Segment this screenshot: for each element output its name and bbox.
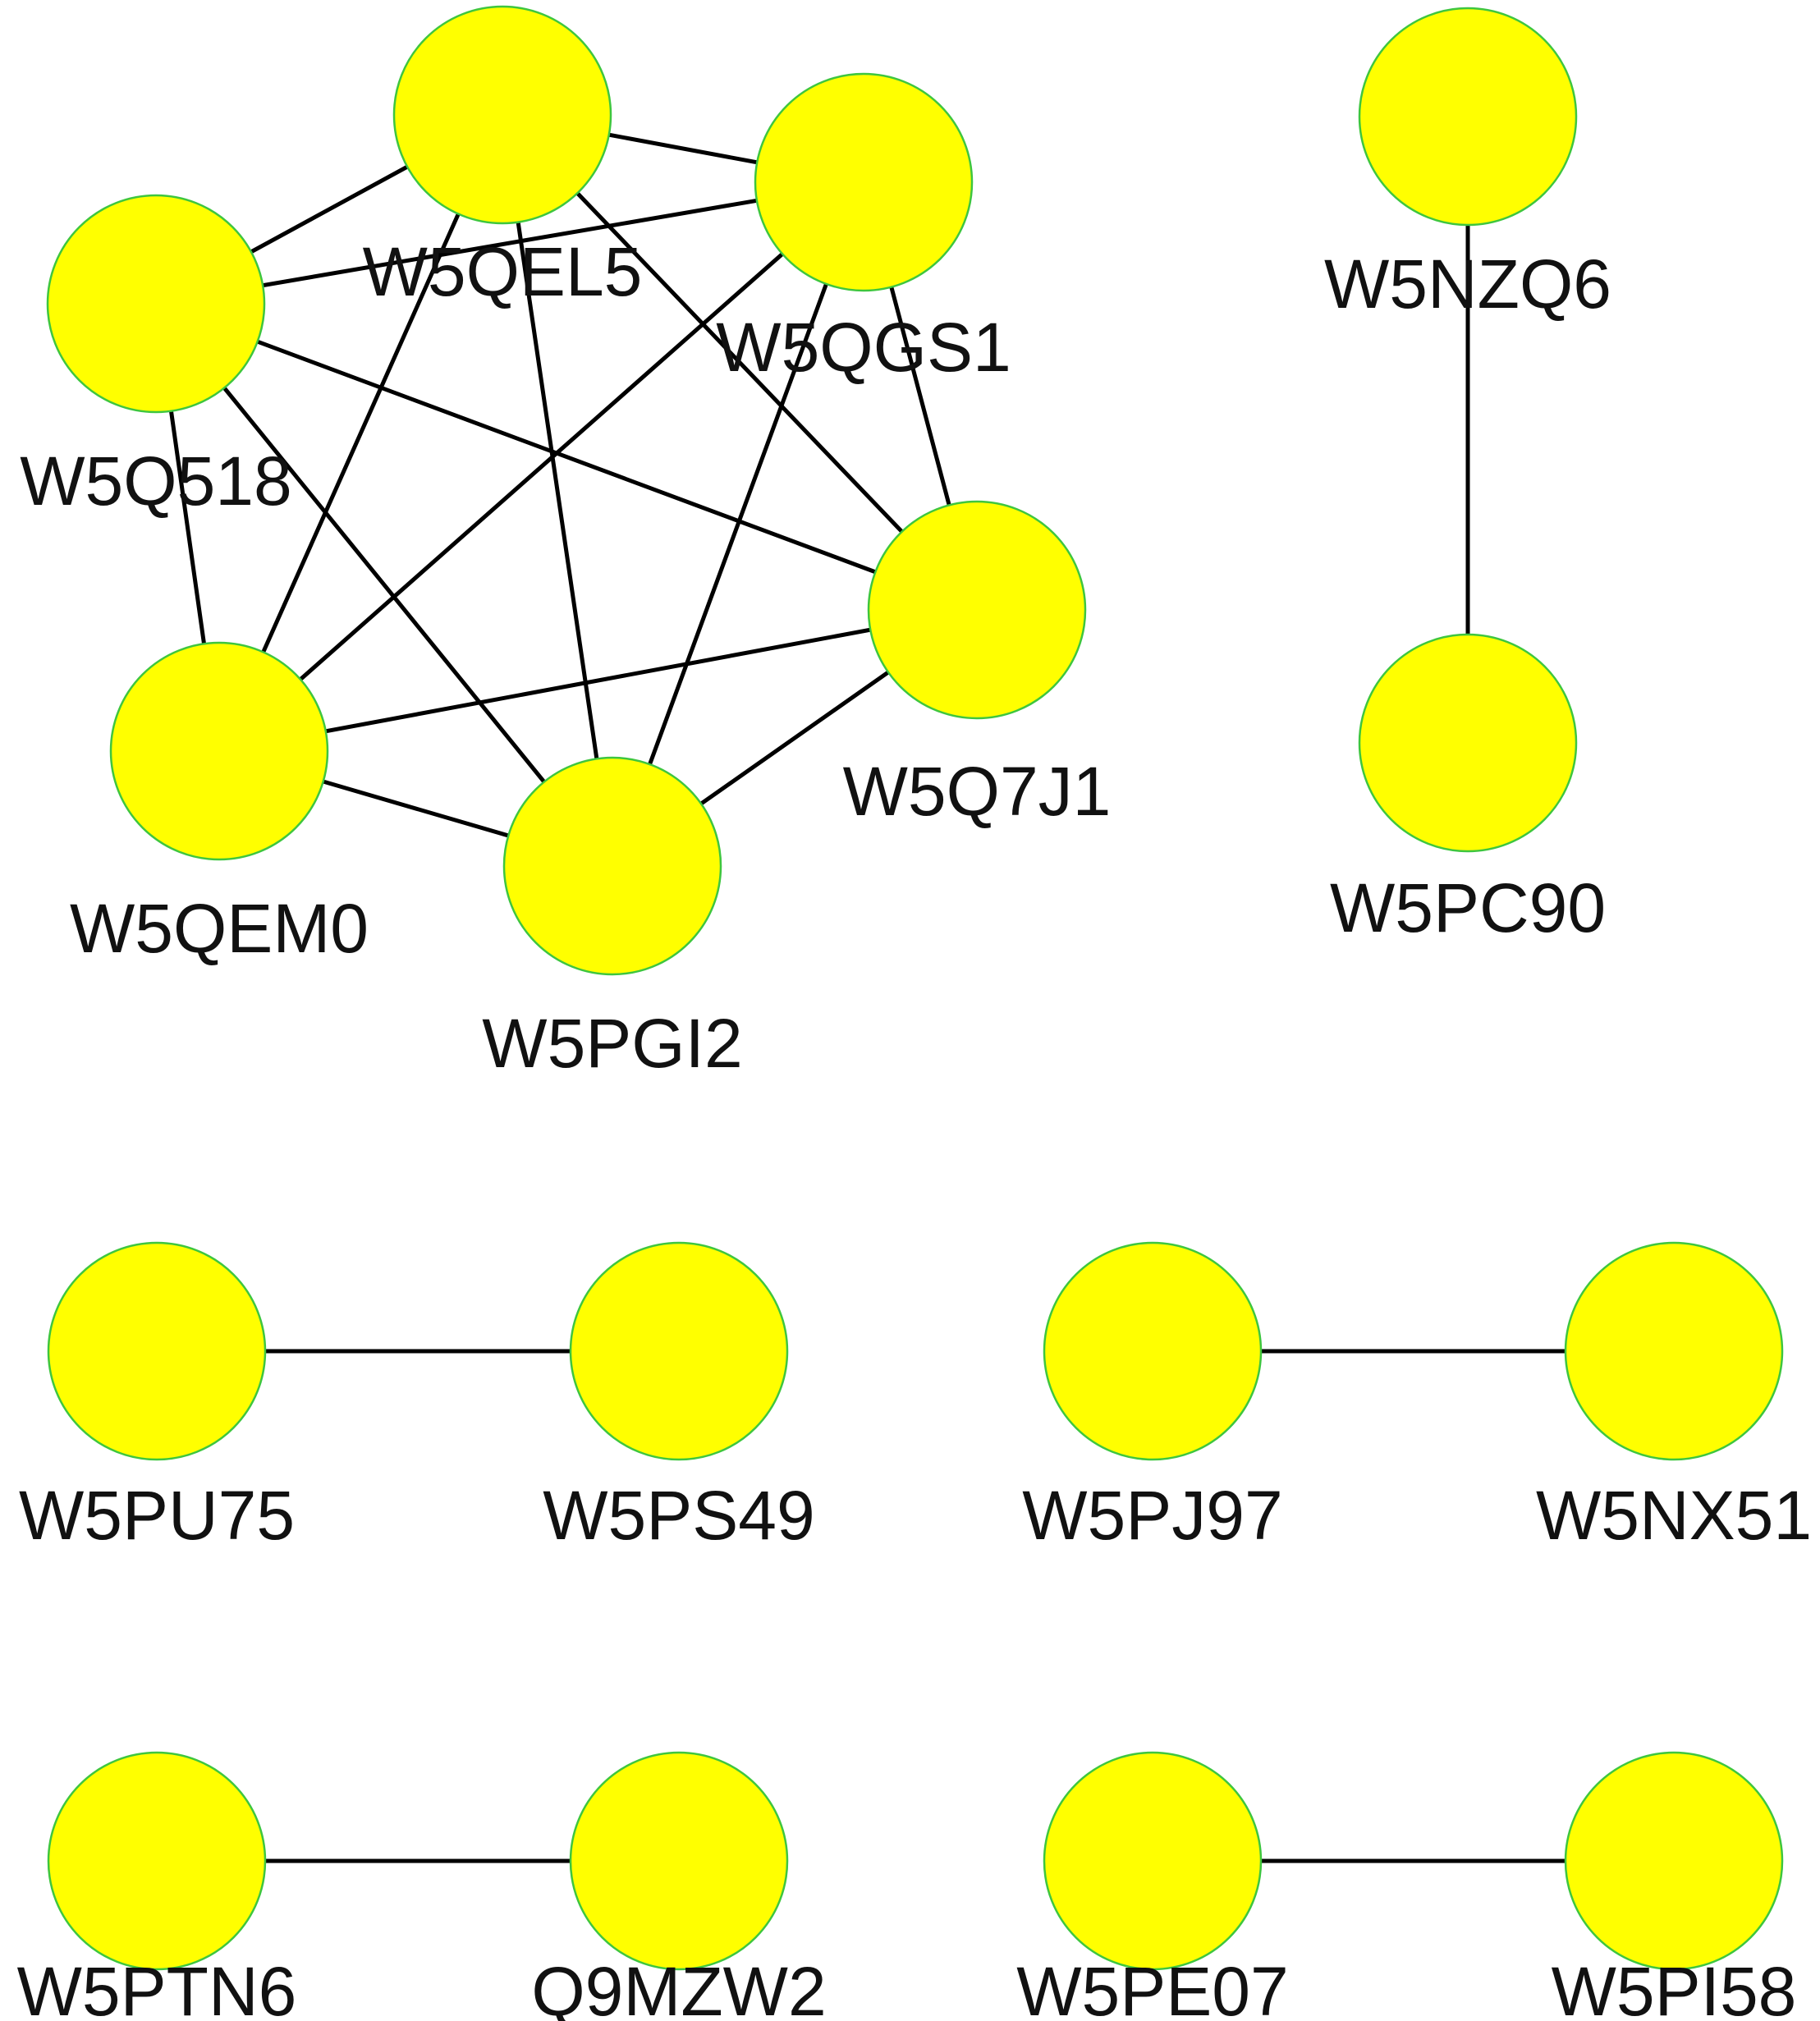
node-label-w5nx51: W5NX51 [1536, 1477, 1812, 1554]
node-label-w5pgi2: W5PGI2 [482, 1005, 742, 1082]
edge-w5qgs1-w5pgi2 [610, 181, 866, 867]
node-w5nx51[interactable] [1564, 1241, 1784, 1461]
edge-w5q518-w5pgi2 [154, 302, 614, 868]
edge-w5qgs1-w5q518 [155, 180, 864, 306]
node-label-w5q7j1: W5Q7J1 [843, 753, 1112, 830]
nodes-layer [46, 5, 1784, 1971]
node-label-w5qem0: W5QEM0 [70, 890, 369, 967]
node-w5qgs1[interactable] [754, 72, 974, 292]
node-label-w5pc90: W5PC90 [1330, 869, 1606, 946]
node-w5ptn6[interactable] [47, 1751, 267, 1971]
edge-w5qel5-w5qem0 [217, 113, 505, 753]
node-label-w5ptn6: W5PTN6 [17, 1953, 297, 2021]
node-w5pe07[interactable] [1043, 1751, 1263, 1971]
node-w5q7j1[interactable] [867, 500, 1087, 720]
node-label-w5qgs1: W5QGS1 [716, 309, 1011, 386]
node-w5pu75[interactable] [47, 1241, 267, 1461]
edge-w5q518-w5q7j1 [155, 301, 978, 612]
node-label-w5q518: W5Q518 [20, 442, 292, 520]
node-w5q518[interactable] [46, 194, 266, 414]
node-w5pi58[interactable] [1564, 1751, 1784, 1971]
edge-w5qel5-w5q7j1 [501, 113, 979, 612]
node-w5pj97[interactable] [1043, 1241, 1263, 1461]
edge-w5qgs1-w5qem0 [218, 181, 865, 753]
node-w5qem0[interactable] [109, 641, 329, 861]
node-label-w5pj97: W5PJ97 [1022, 1477, 1282, 1554]
node-label-w5ps49: W5PS49 [543, 1477, 815, 1554]
node-label-w5pu75: W5PU75 [19, 1477, 295, 1554]
node-label-w5pi58: W5PI58 [1552, 1953, 1797, 2021]
node-w5pgi2[interactable] [502, 756, 722, 976]
node-w5nzq6[interactable] [1358, 7, 1578, 227]
node-w5ps49[interactable] [569, 1241, 789, 1461]
node-q9mzw2[interactable] [569, 1751, 789, 1971]
node-label-w5nzq6: W5NZQ6 [1324, 245, 1611, 323]
node-label-q9mzw2: Q9MZW2 [531, 1953, 826, 2021]
edge-w5qem0-w5q7j1 [218, 607, 978, 754]
node-w5qel5[interactable] [392, 5, 612, 225]
node-w5pc90[interactable] [1358, 633, 1578, 853]
node-label-w5pe07: W5PE07 [1016, 1953, 1289, 2021]
node-label-w5qel5: W5QEL5 [363, 233, 643, 310]
